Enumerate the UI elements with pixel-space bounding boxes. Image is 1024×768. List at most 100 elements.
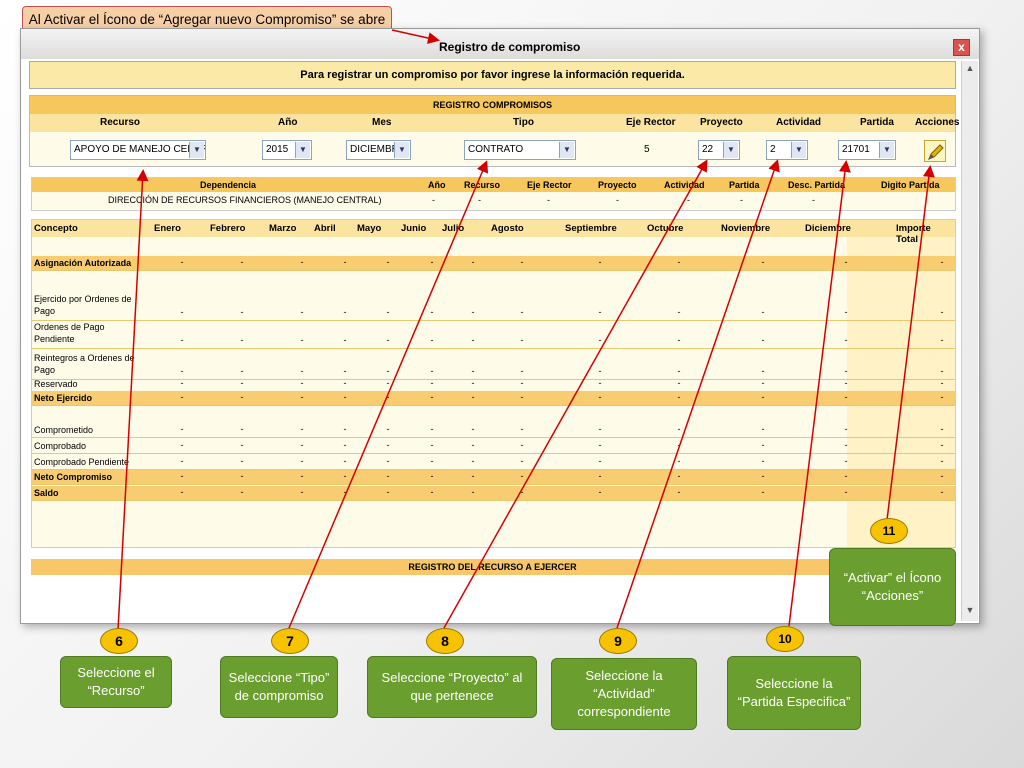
cell-value: -	[300, 440, 304, 450]
arrow-7	[288, 160, 489, 629]
proyecto-select[interactable]: 22▼	[698, 140, 740, 160]
dependencia-header-row: Dependencia Año Recurso Eje Rector Proye…	[32, 178, 955, 192]
step-badge-11: 11	[870, 518, 908, 544]
cell-value: -	[300, 366, 304, 376]
col-month: Noviembre	[721, 223, 771, 234]
dependencia-section: Dependencia Año Recurso Eje Rector Proye…	[31, 177, 956, 211]
edit-pencil-icon[interactable]	[924, 140, 946, 162]
col-recurso: Recurso	[100, 117, 141, 128]
col-concepto: Concepto	[34, 223, 78, 234]
cell-value: -	[343, 257, 347, 267]
cell-value: -	[520, 392, 524, 402]
cell-value: -	[180, 440, 184, 450]
col-total: Importe Total	[896, 223, 931, 245]
cell-value: -	[761, 392, 765, 402]
cell-value: -	[180, 424, 184, 434]
cell-value: -	[386, 487, 390, 497]
cell-value: -	[343, 392, 347, 402]
cell-value: -	[343, 471, 347, 481]
cell-value: -	[761, 257, 765, 267]
callout-recurso: Seleccione el “Recurso”	[60, 656, 172, 708]
callout-tipo: Seleccione “Tipo” de compromiso	[220, 656, 338, 718]
cell-value: -	[240, 487, 244, 497]
cell-value: -	[300, 456, 304, 466]
cell-value: -	[471, 487, 475, 497]
cell-value: -	[386, 257, 390, 267]
cell-value: -	[300, 471, 304, 481]
cell-value: -	[520, 424, 524, 434]
chevron-down-icon: ▼	[559, 142, 574, 158]
row-label: Ordenes de Pago Pendiente	[34, 322, 105, 344]
cell-value: -	[940, 487, 944, 497]
cell-value: -	[761, 456, 765, 466]
cell-value: -	[386, 366, 390, 376]
cell-value: -	[844, 335, 848, 345]
close-button[interactable]: x	[953, 39, 970, 56]
scrollbar[interactable]: ▲ ▼	[961, 61, 978, 621]
arrow-10	[788, 160, 851, 627]
cell-value: -	[677, 307, 681, 317]
row-label: Ejercido por Ordenes de Pago	[34, 294, 132, 316]
cell-value: -	[343, 424, 347, 434]
cell-value: -	[343, 366, 347, 376]
cell-value: -	[761, 487, 765, 497]
cell-value: -	[343, 378, 347, 388]
cell-value: -	[520, 471, 524, 481]
chevron-down-icon: ▼	[723, 142, 738, 158]
dep-col-dependencia: Dependencia	[200, 180, 257, 190]
chevron-down-icon: ▼	[295, 142, 310, 158]
cell-value: -	[343, 307, 347, 317]
dep-col-partida: Partida	[729, 180, 760, 190]
col-month: Febrero	[210, 223, 246, 234]
cell-value: -	[598, 424, 602, 434]
row-divider	[32, 320, 955, 321]
col-month: Octubre	[647, 223, 684, 234]
callout-proyecto: Seleccione “Proyecto” al que pertenece	[367, 656, 537, 718]
cell-value: -	[761, 335, 765, 345]
anio-select[interactable]: 2015▼	[262, 140, 312, 160]
cell-value: -	[300, 378, 304, 388]
cell-value: -	[844, 471, 848, 481]
actividad-select[interactable]: 2▼	[766, 140, 808, 160]
partida-select[interactable]: 21701▼	[838, 140, 896, 160]
arrow-8	[443, 159, 708, 629]
cell-value: -	[677, 440, 681, 450]
footer-section-bar: REGISTRO DEL RECURSO A EJERCER	[31, 559, 954, 575]
cell-value: -	[520, 456, 524, 466]
dep-val: -	[432, 195, 435, 205]
chevron-down-icon: ▼	[394, 142, 409, 158]
dep-col-digito: Digito Partida	[881, 180, 940, 190]
cell-value: -	[940, 440, 944, 450]
dep-val: -	[740, 195, 743, 205]
row-divider	[32, 469, 955, 470]
cell-value: -	[240, 378, 244, 388]
row-divider	[32, 453, 955, 454]
cell-value: -	[677, 366, 681, 376]
chevron-down-icon: ▼	[879, 142, 894, 158]
summary-row-band	[32, 470, 955, 484]
row-divider	[32, 500, 955, 501]
cell-value: -	[430, 378, 434, 388]
cell-value: -	[386, 378, 390, 388]
mes-select[interactable]: DICIEMBRE▼	[346, 140, 411, 160]
tipo-select[interactable]: CONTRATO▼	[464, 140, 576, 160]
cell-value: -	[471, 307, 475, 317]
row-divider	[32, 405, 955, 406]
callout-actividad: Seleccione la “Actividad” correspondient…	[551, 658, 697, 730]
cell-value: -	[844, 378, 848, 388]
recurso-select[interactable]: APOYO DE MANEJO CENTR▼	[70, 140, 206, 160]
cell-value: -	[598, 487, 602, 497]
cell-value: -	[471, 440, 475, 450]
scroll-up-icon[interactable]: ▲	[965, 63, 975, 73]
dialog-title: Registro de compromiso	[439, 40, 581, 54]
row-label: Comprobado Pendiente	[34, 457, 130, 467]
cell-value: -	[940, 392, 944, 402]
cell-value: -	[940, 378, 944, 388]
scroll-down-icon[interactable]: ▼	[965, 605, 975, 615]
row-label: Reservado	[34, 379, 78, 389]
row-label: Reintegros a Ordenes de Pago	[34, 353, 135, 375]
monthly-table: Concepto Enero Febrero Marzo Abril Mayo …	[31, 219, 956, 548]
col-actividad: Actividad	[776, 117, 822, 128]
cell-value: -	[844, 456, 848, 466]
cell-value: -	[520, 378, 524, 388]
